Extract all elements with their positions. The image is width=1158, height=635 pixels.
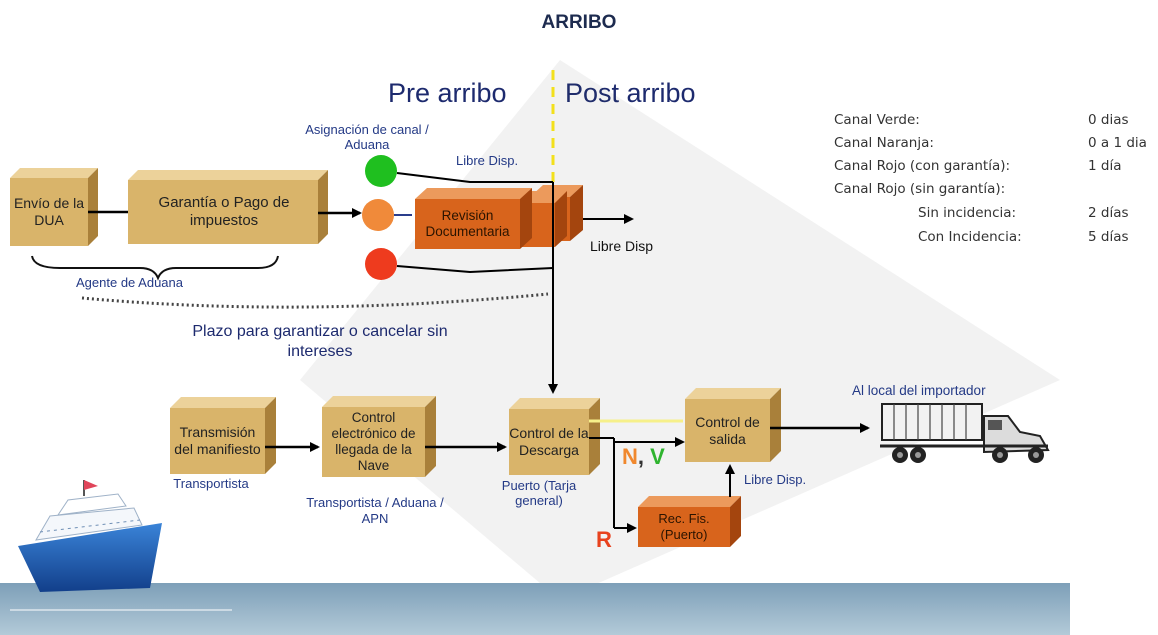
box-control-electronico-3d — [322, 396, 436, 477]
canal-naranja-label: Canal Naranja: — [834, 135, 934, 151]
al-local-label: Al local del importador — [852, 383, 986, 398]
channel-assignment-label: Asignación de canal / Aduana — [305, 122, 429, 152]
canal-verde-value: 0 dias — [1088, 112, 1129, 128]
transmision-manifiesto-box: Transmisión del manifiesto — [174, 424, 261, 457]
pre-arribo-heading: Pre arribo — [388, 78, 507, 108]
letter-v: V — [650, 444, 665, 469]
envio-dua-box: Envío de la DUA — [13, 195, 85, 228]
letter-comma: , — [637, 444, 645, 469]
post-arribo-heading: Post arribo — [565, 78, 696, 108]
sea — [0, 583, 1070, 635]
box-envio-3d — [10, 168, 98, 246]
red-channel-icon — [365, 248, 397, 280]
letter-r: R — [596, 527, 612, 552]
transportista-aduana-label: Transportista / Aduana / APN — [306, 495, 444, 526]
box-revision-3d — [415, 185, 583, 249]
truck-icon — [880, 403, 1050, 463]
rec-fis-box: Rec. Fis. (Puerto) — [658, 511, 710, 542]
sin-incidencia-label: Sin incidencia: — [918, 205, 1017, 221]
diagram-title: ARRIBO — [541, 12, 617, 33]
con-incidencia-label: Con Incidencia: — [918, 229, 1022, 245]
green-channel-icon — [365, 155, 397, 187]
puerto-label: Puerto (Tarja general) — [501, 478, 577, 508]
box-transmision-3d — [170, 397, 276, 474]
libre-disp-top-label: Libre Disp. — [456, 153, 519, 168]
plazo-dotted-curve — [81, 292, 549, 309]
box-rec-fis-3d — [638, 496, 741, 547]
canal-rojo-con-label: Canal Rojo (con garantía): — [834, 158, 1011, 174]
box-descarga-3d — [509, 398, 600, 475]
box-garantia-3d — [128, 170, 328, 244]
canal-rojo-con-value: 1 día — [1088, 158, 1122, 174]
control-electronico-box: Control electrónico de llegada de la Nav… — [331, 409, 416, 474]
channel-letters: N, V — [622, 444, 665, 470]
garantia-pago-box: Garantía o Pago de impuestos — [158, 194, 290, 229]
canal-rojo-sin-label: Canal Rojo (sin garantía): — [834, 181, 1006, 197]
con-incidencia-value: 5 días — [1088, 229, 1129, 245]
control-descarga-box: Control de la Descarga — [509, 425, 589, 458]
orange-channel-icon — [362, 199, 394, 231]
agente-aduana-label: Agente de Aduana — [76, 275, 183, 290]
canal-naranja-value: 0 a 1 dia — [1088, 135, 1147, 151]
libre-disp-right-label: Libre Disp — [590, 238, 654, 254]
box-salida-3d — [685, 388, 781, 462]
letter-n: N — [622, 444, 638, 469]
ship-icon — [18, 480, 162, 592]
canal-verde-label: Canal Verde: — [834, 112, 920, 128]
plazo-label: Plazo para garantizar o cancelar sin int… — [192, 323, 448, 360]
agente-brace — [31, 255, 279, 281]
transportista-label: Transportista — [173, 476, 249, 491]
control-salida-box: Control de salida — [695, 413, 760, 447]
libre-disp-bottom-label: Libre Disp. — [744, 472, 807, 487]
revision-documentaria-box: Revisión Documentaria — [425, 207, 510, 239]
sin-incidencia-value: 2 días — [1088, 205, 1129, 221]
